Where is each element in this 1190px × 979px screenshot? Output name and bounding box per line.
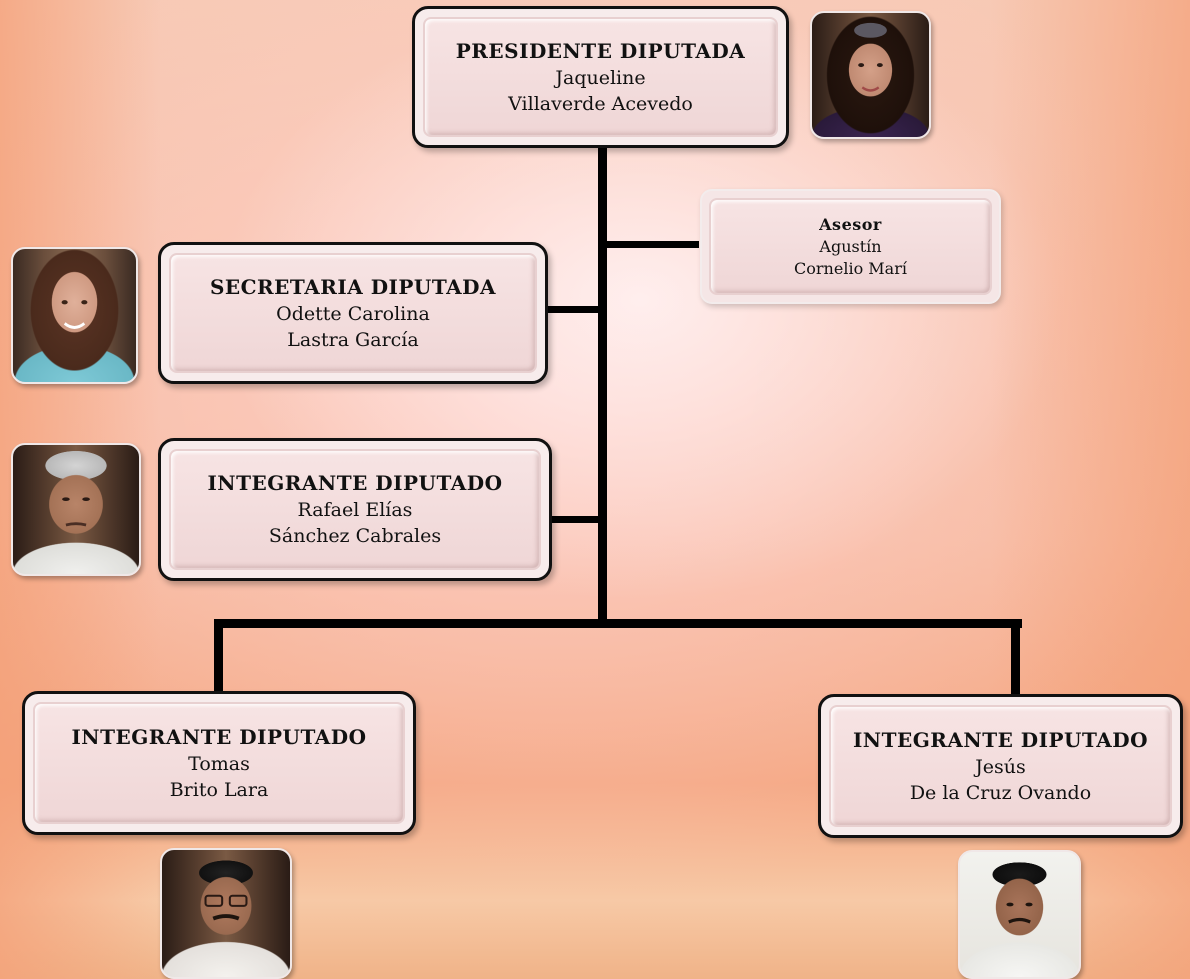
member-1-role: INTEGRANTE DIPUTADO — [207, 471, 503, 495]
member-3-photo — [958, 850, 1081, 979]
member-1-box: INTEGRANTE DIPUTADO Rafael Elías Sánchez… — [158, 438, 552, 581]
advisor-box: Asesor Agustín Cornelio Marí — [700, 189, 1001, 304]
president-last-name: Villaverde Acevedo — [508, 92, 693, 115]
person-photo-icon — [1006, 902, 1033, 924]
secretary-box-inner: SECRETARIA DIPUTADA Odette Carolina Last… — [169, 253, 537, 373]
member-3-first-name: Jesús — [975, 755, 1026, 778]
president-box: PRESIDENTE DIPUTADA Jaqueline Villaverde… — [412, 6, 789, 148]
president-role: PRESIDENTE DIPUTADA — [455, 38, 746, 63]
secretary-first-name: Odette Carolina — [276, 302, 430, 325]
person-photo-icon — [61, 300, 88, 329]
person-photo-icon — [62, 497, 90, 527]
secretary-role: SECRETARIA DIPUTADA — [209, 274, 497, 299]
member-3-last-name: De la Cruz Ovando — [909, 781, 1092, 804]
connector-right-drop — [1011, 619, 1020, 694]
connector-trunk — [598, 148, 607, 623]
president-first-name: Jaqueline — [555, 66, 646, 89]
member-1-photo — [11, 443, 141, 576]
member-3-box: INTEGRANTE DIPUTADO Jesús De la Cruz Ova… — [818, 694, 1183, 838]
connector-bottom-bar — [214, 619, 1022, 628]
president-box-inner: PRESIDENTE DIPUTADA Jaqueline Villaverde… — [423, 17, 778, 137]
member-1-first-name: Rafael Elías — [297, 499, 413, 521]
advisor-box-inner: Asesor Agustín Cornelio Marí — [709, 198, 992, 295]
connector-advisor — [604, 241, 699, 248]
member-2-box: INTEGRANTE DIPUTADO Tomas Brito Lara — [22, 691, 416, 835]
connector-left-drop — [214, 619, 223, 691]
member-2-role: INTEGRANTE DIPUTADO — [71, 724, 367, 749]
member-1-last-name: Sánchez Cabrales — [268, 525, 442, 547]
secretary-last-name: Lastra García — [287, 328, 419, 351]
connector-member-1 — [551, 516, 602, 523]
member-2-photo — [160, 848, 292, 979]
connector-secretary — [546, 306, 602, 313]
secretary-box: SECRETARIA DIPUTADA Odette Carolina Last… — [158, 242, 548, 384]
advisor-last-name: Cornelio Marí — [794, 259, 907, 278]
president-photo — [810, 11, 931, 139]
member-2-box-inner: INTEGRANTE DIPUTADO Tomas Brito Lara — [33, 702, 405, 824]
member-2-first-name: Tomas — [188, 752, 250, 775]
member-1-box-inner: INTEGRANTE DIPUTADO Rafael Elías Sánchez… — [169, 449, 541, 570]
advisor-role: Asesor — [819, 215, 882, 234]
person-photo-icon — [204, 894, 248, 921]
member-3-role: INTEGRANTE DIPUTADO — [852, 727, 1149, 752]
advisor-first-name: Agustín — [819, 237, 882, 256]
person-photo-icon — [854, 22, 887, 92]
secretary-photo — [11, 247, 138, 384]
member-2-last-name: Brito Lara — [169, 778, 269, 801]
member-3-box-inner: INTEGRANTE DIPUTADO Jesús De la Cruz Ova… — [829, 705, 1172, 827]
